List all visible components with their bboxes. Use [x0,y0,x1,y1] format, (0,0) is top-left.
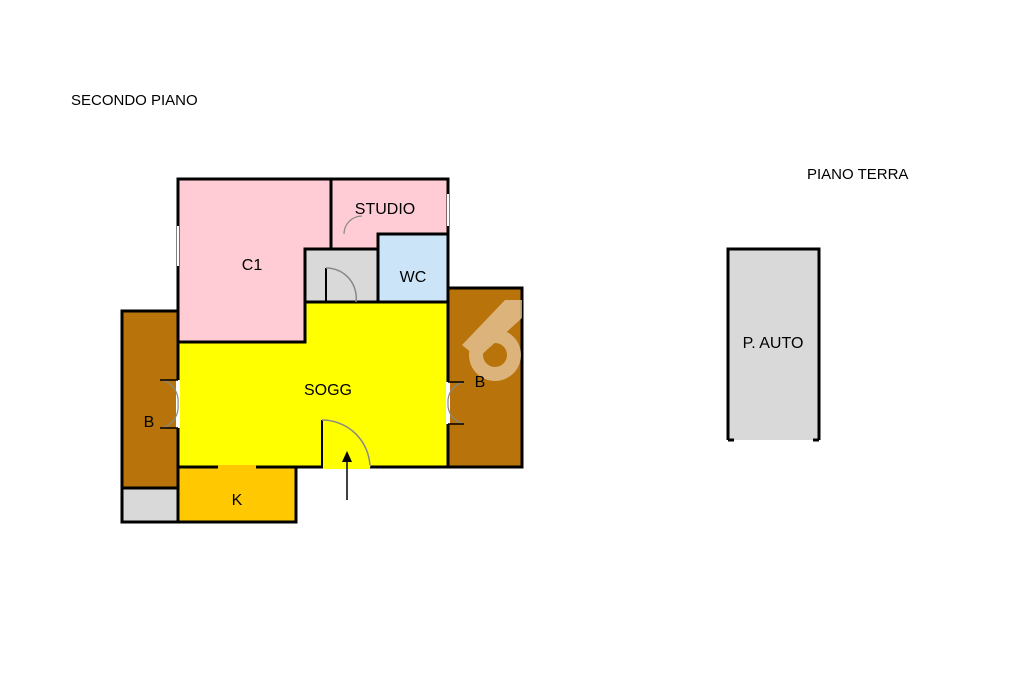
entrance-arrow-head [342,451,352,462]
room-parking [728,249,819,440]
room-storage [120,486,180,524]
room-wc [376,232,450,304]
room-label-sogg: SOGG [304,382,352,399]
room-label-parking: P. AUTO [743,335,804,352]
floor-label-piano-terra: PIANO TERRA [807,166,909,183]
room-hall [303,247,380,304]
balcony-left-door-arc-bottom [161,403,179,429]
hall-door-arc [325,267,358,303]
parking-walls [726,247,821,440]
room-label-studio: STUDIO [355,201,415,218]
floor-label-secondo-piano: SECONDO PIANO [71,92,198,109]
room-label-balcony-right: B [475,374,486,391]
room-label-kitchen: K [232,492,243,509]
entrance-door-arc [321,419,371,468]
studio-door-arc [343,215,363,235]
room-label-c1: C1 [242,257,263,274]
room-label-wc: WC [400,269,427,286]
balcony-left-door-arc-top [161,379,179,405]
room-label-balcony-left: B [144,414,155,431]
room-kitchen [176,465,298,524]
watermark-logo [462,300,522,381]
room-balcony-left [120,309,180,490]
